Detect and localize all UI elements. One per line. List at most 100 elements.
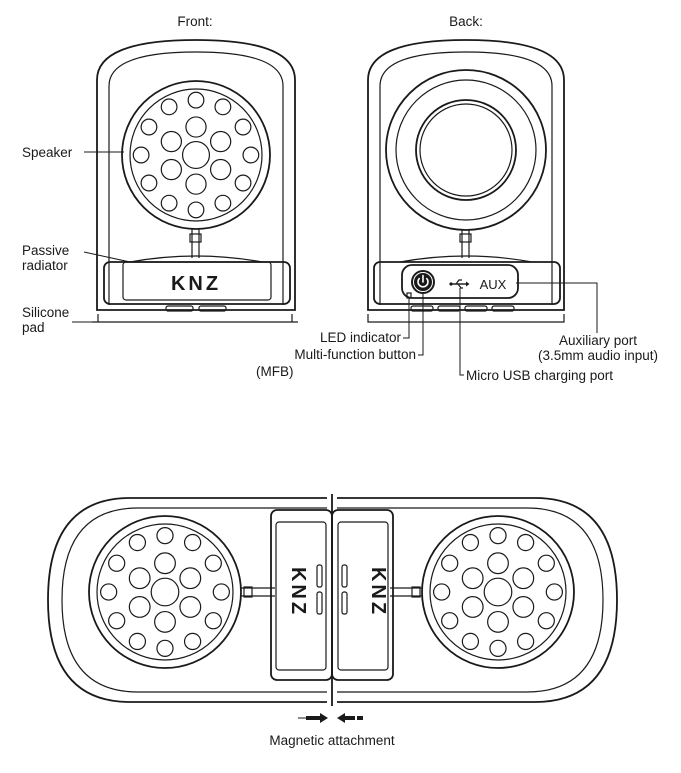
passive-radiator-leader <box>83 251 131 263</box>
grill-hole <box>154 552 176 575</box>
front-speaker-grill <box>129 88 263 222</box>
grill-hole <box>545 583 563 601</box>
left-speaker-grill <box>96 523 234 661</box>
mfb-button-rim <box>413 272 433 292</box>
front-body-shell <box>96 39 296 311</box>
grill-hole <box>179 596 202 618</box>
grill-hole <box>140 118 158 136</box>
grill-hole <box>108 554 126 572</box>
grill-hole <box>187 91 205 109</box>
left-stem <box>241 587 275 597</box>
grill-hole <box>181 140 211 170</box>
grill-hole <box>441 554 459 572</box>
grill-hole <box>441 612 459 630</box>
back-stem-joint <box>459 233 472 243</box>
grill-hole <box>461 632 480 651</box>
grill-hole <box>461 596 484 618</box>
grill-hole <box>204 554 222 572</box>
back-view: Back: AUX <box>256 14 658 383</box>
grill-hole <box>483 577 513 607</box>
led-indicator-leader <box>403 298 410 339</box>
back-view-title: Back: <box>449 14 483 29</box>
back-vent-4 <box>491 305 515 312</box>
grill-hole <box>160 130 183 153</box>
grill-hole <box>156 639 174 657</box>
led-indicator-label: LED indicator <box>320 330 402 345</box>
passive-radiator-label-1: Passive <box>22 243 69 258</box>
grill-hole <box>156 527 174 545</box>
back-vent-1 <box>410 305 434 312</box>
left-logo: KNZ <box>287 567 309 617</box>
grill-hole <box>516 533 535 552</box>
grill-hole <box>150 577 180 607</box>
back-body-shell <box>367 39 565 311</box>
front-logo: KNZ <box>171 273 221 295</box>
grill-hole <box>179 567 202 590</box>
right-speaker-grill <box>429 523 567 661</box>
aux-port-label-1: Auxiliary port <box>559 333 637 348</box>
grill-hole <box>209 158 232 181</box>
right-vent-2 <box>341 591 348 615</box>
right-logo: KNZ <box>367 567 389 617</box>
back-outer-ring <box>385 69 547 231</box>
front-radiator-top <box>129 255 263 263</box>
grill-hole <box>185 116 207 138</box>
grill-hole <box>537 554 555 572</box>
back-cone-edge <box>419 103 513 197</box>
left-half-shell <box>47 497 327 703</box>
grill-hole <box>242 146 260 164</box>
right-speaker-holes <box>433 527 563 657</box>
right-half-shell <box>337 497 618 703</box>
grill-hole <box>132 146 150 164</box>
grill-hole <box>128 632 147 651</box>
grill-hole <box>140 174 158 192</box>
left-speaker-ring <box>88 515 242 669</box>
right-stem <box>390 587 422 597</box>
grill-hole <box>487 610 509 633</box>
power-icon <box>417 274 429 288</box>
grill-hole <box>128 533 147 552</box>
left-vent-1 <box>316 564 323 588</box>
grill-hole <box>183 533 202 552</box>
front-vent-2 <box>198 305 227 312</box>
passive-radiator-label-2: radiator <box>22 258 68 273</box>
left-vent-2 <box>316 591 323 615</box>
grill-hole <box>489 639 507 657</box>
aux-port-leader <box>516 282 598 333</box>
front-speaker-ring <box>121 80 271 230</box>
grill-hole <box>187 201 205 219</box>
silicone-pad-label-2: pad <box>22 320 45 335</box>
aux-port-text: AUX <box>480 277 507 292</box>
grill-hole <box>512 567 535 590</box>
micro-usb-leader <box>459 288 464 376</box>
mfb-label-2: (MFB) <box>256 364 294 379</box>
back-inner-cone <box>415 99 517 201</box>
left-base-panel <box>275 521 327 671</box>
speaker-label: Speaker <box>22 145 73 160</box>
left-half-inner <box>61 507 327 693</box>
back-radiator-top <box>399 255 533 263</box>
grill-hole <box>108 612 126 630</box>
grill-hole <box>212 583 231 601</box>
grill-hole <box>128 596 151 618</box>
right-speaker-ring <box>421 515 575 669</box>
right-base <box>331 509 394 681</box>
back-vent-3 <box>464 305 488 312</box>
grill-hole <box>489 527 507 545</box>
front-base-panel <box>122 261 272 301</box>
grill-hole <box>209 130 232 153</box>
grill-hole <box>99 583 118 601</box>
right-stem-joint <box>411 586 421 598</box>
front-view-title: Front: <box>177 14 212 29</box>
right-vent-1 <box>341 564 348 588</box>
grill-hole <box>160 194 178 212</box>
grill-hole <box>214 98 232 116</box>
right-half-inner <box>337 507 604 693</box>
mfb-leader <box>418 294 424 356</box>
left-speaker-holes <box>99 527 231 657</box>
grill-hole <box>512 596 535 618</box>
back-middle-ring <box>395 79 537 221</box>
right-base-panel <box>337 521 389 671</box>
